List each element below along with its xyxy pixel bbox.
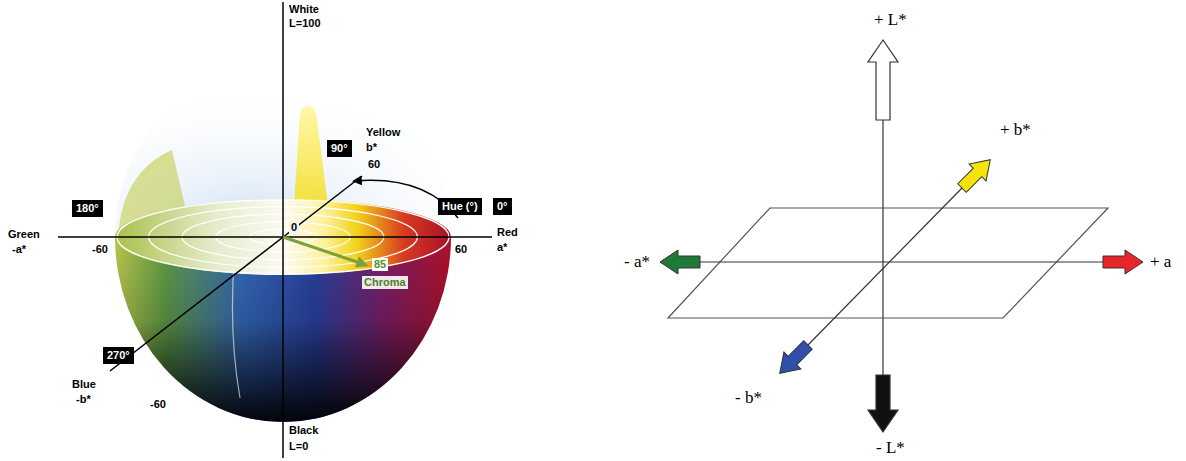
b-axis [110, 176, 362, 371]
scale-label: -b* [76, 393, 91, 406]
angle-label: 270° [107, 349, 130, 362]
scale-label: L=100 [289, 17, 321, 30]
l-axis-line [882, 120, 883, 375]
scale-label: b* [366, 141, 377, 154]
axis-label: - b* [735, 388, 762, 408]
axis-label: + a [1150, 252, 1171, 272]
chroma-arrow [283, 237, 366, 265]
scale-label: -a* [12, 243, 26, 256]
scale-label: a* [497, 241, 507, 254]
scale-label: 0 [289, 221, 299, 234]
scale-label: 60 [455, 243, 467, 256]
a-axis-line [700, 261, 1103, 262]
scale-label: Red [497, 226, 518, 239]
axis-label: - a* [624, 252, 650, 272]
angle-label: 0° [497, 200, 508, 213]
scale-label: 60 [368, 158, 380, 171]
angle-box: Hue (°) [438, 198, 482, 215]
axis-label: + L* [874, 10, 907, 30]
plus-a-arrow [1103, 250, 1143, 274]
angle-box: 90° [327, 140, 352, 157]
angle-box: 180° [72, 200, 103, 217]
plus-b-arrow [954, 151, 999, 196]
angle-label: 90° [331, 142, 348, 155]
minus-a-arrow [660, 250, 700, 274]
scale-label: 85 [372, 258, 388, 271]
angle-box: 270° [103, 347, 134, 364]
axis-label: - L* [876, 438, 905, 458]
chroma-label: Chroma [362, 276, 408, 289]
scale-label: L=0 [289, 440, 308, 453]
angle-label: 180° [76, 202, 99, 215]
minus-l-arrow [868, 375, 898, 432]
b-axis-line [808, 188, 962, 345]
scale-label: Blue [72, 378, 96, 391]
l-axis [282, 2, 284, 458]
scale-label: Black [289, 424, 318, 437]
angle-label: Hue (°) [442, 200, 478, 213]
scale-label: -60 [92, 243, 108, 256]
scale-label: Green [8, 228, 40, 241]
a-axis [58, 236, 492, 238]
angle-box: 0° [493, 198, 512, 215]
scale-label: Yellow [366, 126, 400, 139]
scale-label: White [289, 3, 319, 16]
plus-l-arrow [868, 40, 898, 120]
scale-label: -60 [150, 398, 166, 411]
axis-label: + b* [1000, 120, 1031, 140]
minus-b-arrow [771, 337, 816, 382]
